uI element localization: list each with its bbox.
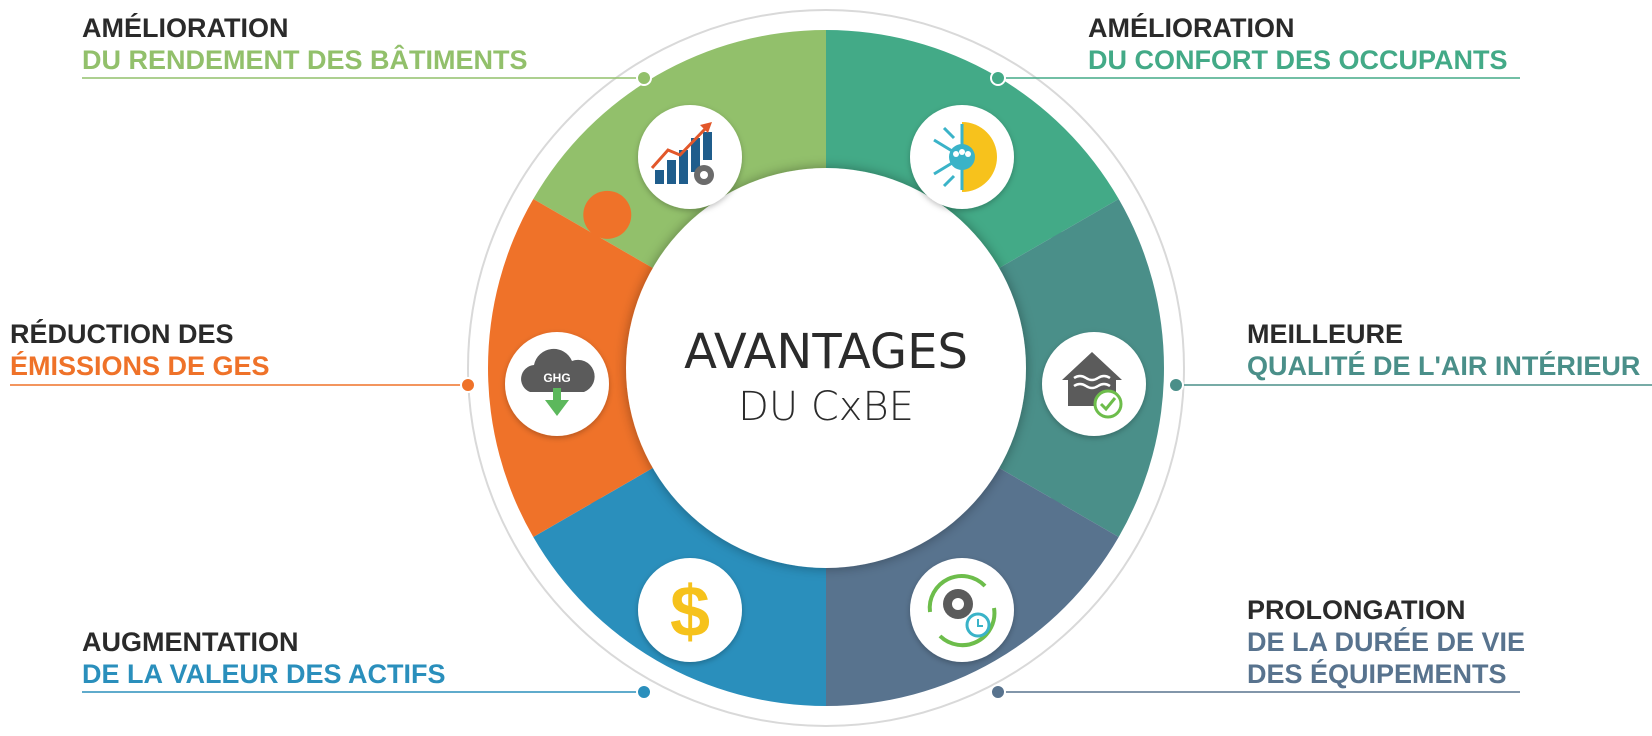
label-air-line1: MEILLEURE: [1247, 319, 1404, 349]
connector-dot-buildings: [636, 70, 652, 86]
ghg-cloud-down-icon: GHG: [521, 348, 595, 416]
label-lifespan-line3: DES ÉQUIPEMENTS: [1247, 659, 1507, 689]
label-lifespan-line2: DE LA DURÉE DE VIE: [1247, 627, 1526, 657]
outer-ring: [467, 9, 1185, 727]
label-ghg-line1: RÉDUCTION DES: [10, 319, 234, 349]
label-lifespan: PROLONGATION DE LA DURÉE DE VIE DES ÉQUI…: [1247, 594, 1525, 690]
gear-cycle-clock-icon: [927, 573, 997, 648]
icon-ghg: GHG: [505, 332, 609, 436]
connector-dot-ghg: [460, 377, 476, 393]
label-ghg-line2: ÉMISSIONS DE GES: [10, 351, 270, 381]
icon-assets: $: [638, 558, 742, 662]
center-title: AVANTAGES: [684, 324, 968, 380]
icon-buildings: [638, 105, 742, 209]
label-lifespan-line1: PROLONGATION: [1247, 595, 1466, 625]
label-buildings-line2: DU RENDEMENT DES BÂTIMENTS: [82, 45, 528, 75]
connector-dot-air: [1168, 377, 1184, 393]
label-comfort-line2: DU CONFORT DES OCCUPANTS: [1088, 45, 1508, 75]
connector-lines: [10, 70, 1652, 700]
connector-dot-lifespan: [990, 684, 1006, 700]
label-buildings: AMÉLIORATION DU RENDEMENT DES BÂTIMENTS: [82, 12, 528, 76]
label-comfort: AMÉLIORATION DU CONFORT DES OCCUPANTS: [1088, 12, 1508, 76]
snowflake-sun-people-icon: [933, 122, 997, 192]
icon-air: [1042, 332, 1146, 436]
label-buildings-line1: AMÉLIORATION: [82, 13, 289, 43]
center-circle: [626, 168, 1026, 568]
label-air-line2: QUALITÉ DE L'AIR INTÉRIEUR: [1247, 351, 1641, 381]
label-air: MEILLEURE QUALITÉ DE L'AIR INTÉRIEUR: [1247, 318, 1640, 382]
label-assets-line1: AUGMENTATION: [82, 627, 299, 657]
label-comfort-line1: AMÉLIORATION: [1088, 13, 1295, 43]
icon-comfort: [910, 105, 1014, 209]
puzzle-knob-ghg: [583, 190, 632, 239]
dollar-icon: $: [670, 572, 710, 652]
connector-dot-comfort: [990, 70, 1006, 86]
icon-lifespan: [910, 558, 1014, 662]
label-assets-line2: DE LA VALEUR DES ACTIFS: [82, 659, 446, 689]
label-assets: AUGMENTATION DE LA VALEUR DES ACTIFS: [82, 626, 446, 690]
house-air-check-icon: [1062, 352, 1123, 419]
label-ghg: RÉDUCTION DES ÉMISSIONS DE GES: [10, 318, 270, 382]
svg-text:GHG: GHG: [543, 371, 570, 385]
connector-dot-assets: [636, 684, 652, 700]
center-subtitle: DU CxBE: [738, 384, 914, 430]
chart-gear-icon: [650, 122, 714, 185]
